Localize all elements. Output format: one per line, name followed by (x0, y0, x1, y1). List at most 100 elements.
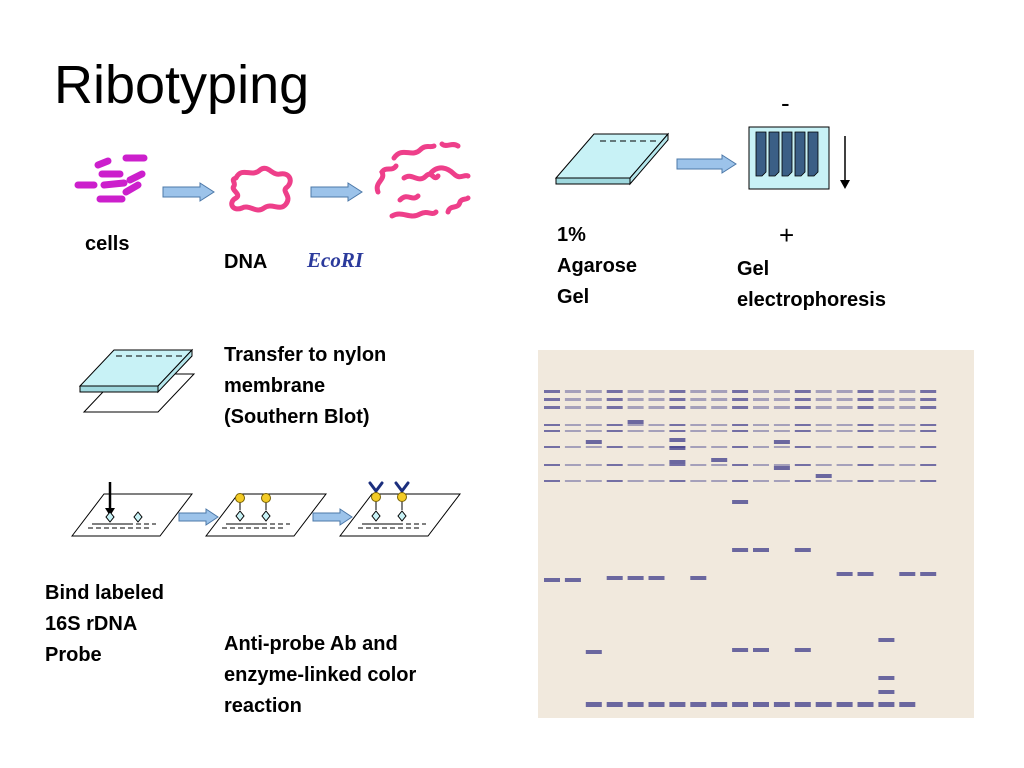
blot-band (732, 390, 749, 393)
blot-band (753, 424, 769, 426)
blot-band (794, 480, 811, 482)
blot-band (690, 424, 707, 426)
blot-band (857, 702, 874, 707)
blot-band (794, 390, 811, 393)
blot-band (794, 446, 811, 448)
blot-band (690, 464, 707, 466)
blot-band (711, 702, 728, 707)
blot-band (878, 424, 895, 426)
blot-band (690, 446, 707, 448)
blot-band (690, 480, 707, 482)
blot-band (544, 398, 560, 401)
blot-band (732, 548, 749, 552)
blot-band (899, 572, 916, 576)
right-arrow-icon (310, 182, 363, 202)
dna-label: DNA (224, 251, 268, 273)
blot-band (753, 702, 769, 707)
blot-band (711, 446, 728, 448)
dna-coil-icon (229, 165, 293, 213)
blot-band (857, 424, 874, 426)
blot-band (753, 648, 769, 652)
blot-band (585, 398, 602, 401)
blot-band (857, 446, 874, 448)
blot-band (627, 406, 644, 409)
gel-minus-sign: - (781, 88, 790, 118)
blot-band (564, 398, 581, 401)
gel-plus-sign: + (779, 220, 795, 250)
blot-band (627, 398, 644, 401)
blot-band (585, 440, 602, 444)
blot-band (711, 480, 728, 482)
blot-band (836, 464, 853, 466)
transfer-label: Transfer to nylon membrane (Southern Blo… (224, 344, 387, 428)
blot-band (878, 406, 895, 409)
blot-band (815, 430, 832, 432)
blot-band (585, 480, 602, 482)
blot-band (732, 480, 749, 482)
right-arrow-icon (178, 508, 219, 526)
blot-band (732, 648, 749, 652)
blot-band (544, 446, 560, 448)
blot-band (899, 390, 916, 393)
blot-band (794, 398, 811, 401)
bind-probe-label: Bind labeled 16S rDNA Probe (45, 582, 164, 666)
blot-band (920, 446, 937, 448)
blot-band (857, 464, 874, 466)
blot-band (648, 576, 665, 580)
blot-band (732, 406, 749, 409)
blot-band (857, 398, 874, 401)
blot-band (920, 572, 937, 576)
blot-band (836, 430, 853, 432)
blot-band (753, 430, 769, 432)
blot-band (878, 430, 895, 432)
blot-band (899, 480, 916, 482)
blot-band (606, 446, 623, 448)
blot-band (564, 446, 581, 448)
blot-band (773, 440, 790, 444)
blot-band (920, 390, 937, 393)
blot-band (815, 474, 832, 478)
blot-band (585, 406, 602, 409)
blot-band (836, 398, 853, 401)
blot-band (711, 464, 728, 466)
blot-band (564, 578, 581, 582)
blot-band (669, 446, 686, 450)
blot-band (711, 458, 728, 462)
blot-band (544, 430, 560, 432)
agarose-gel-slab-icon (554, 132, 670, 186)
labeled-probe-membrane-icon (204, 493, 328, 537)
blot-band (732, 446, 749, 448)
blot-band (732, 424, 749, 426)
right-arrow-icon (162, 182, 215, 202)
blot-band (753, 548, 769, 552)
agarose-gel-label: 1% Agarose Gel (557, 224, 638, 308)
blot-band (878, 690, 895, 694)
blot-band (690, 406, 707, 409)
blot-band (627, 464, 644, 466)
down-arrow-icon (840, 136, 850, 189)
blot-band (544, 578, 560, 582)
blot-band (773, 424, 790, 426)
blot-band (857, 480, 874, 482)
blot-band (564, 424, 581, 426)
blot-band (669, 460, 686, 464)
blot-band (794, 430, 811, 432)
blot-band (920, 398, 937, 401)
blot-band (857, 390, 874, 393)
blot-band (627, 420, 644, 424)
blot-band (669, 406, 686, 409)
blot-band (648, 464, 665, 466)
blot-band (753, 480, 769, 482)
blot-band (711, 424, 728, 426)
blot-band (836, 446, 853, 448)
blot-band (585, 464, 602, 466)
blot-band (585, 702, 602, 707)
blot-band (690, 430, 707, 432)
right-arrow-icon (676, 154, 737, 174)
blot-band (648, 446, 665, 448)
blot-band (773, 406, 790, 409)
dna-fragments-icon (374, 141, 471, 219)
blot-band (753, 390, 769, 393)
blot-band (899, 424, 916, 426)
blot-band (585, 650, 602, 654)
